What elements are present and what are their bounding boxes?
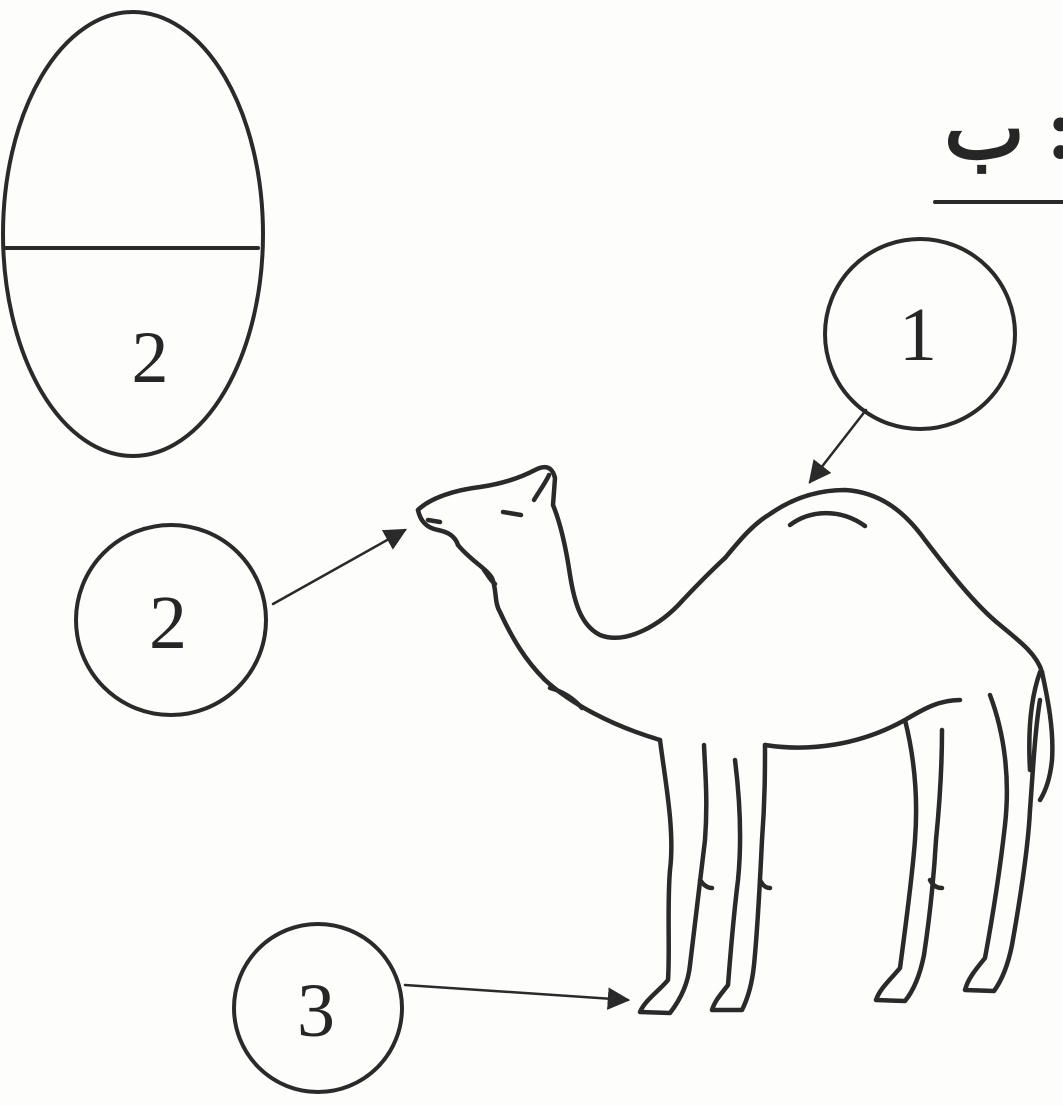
section-header: ب : [935,81,1063,202]
score-badge-denominator: 2 [132,317,169,399]
callout-3-label: 3 [297,969,335,1053]
camel-icon [418,467,1052,1013]
callout-3: 3 [234,924,628,1092]
callout-2-label: 2 [149,581,187,665]
callout-2-arrow [273,530,405,604]
callout-1-label: 1 [899,293,937,377]
callout-3-arrow [405,985,628,1000]
callout-1: 1 [810,239,1015,482]
score-badge: 2 [3,12,263,456]
section-header-text: ب : [944,81,1063,177]
callout-2: 2 [76,525,405,715]
callout-1-arrow [810,410,866,482]
